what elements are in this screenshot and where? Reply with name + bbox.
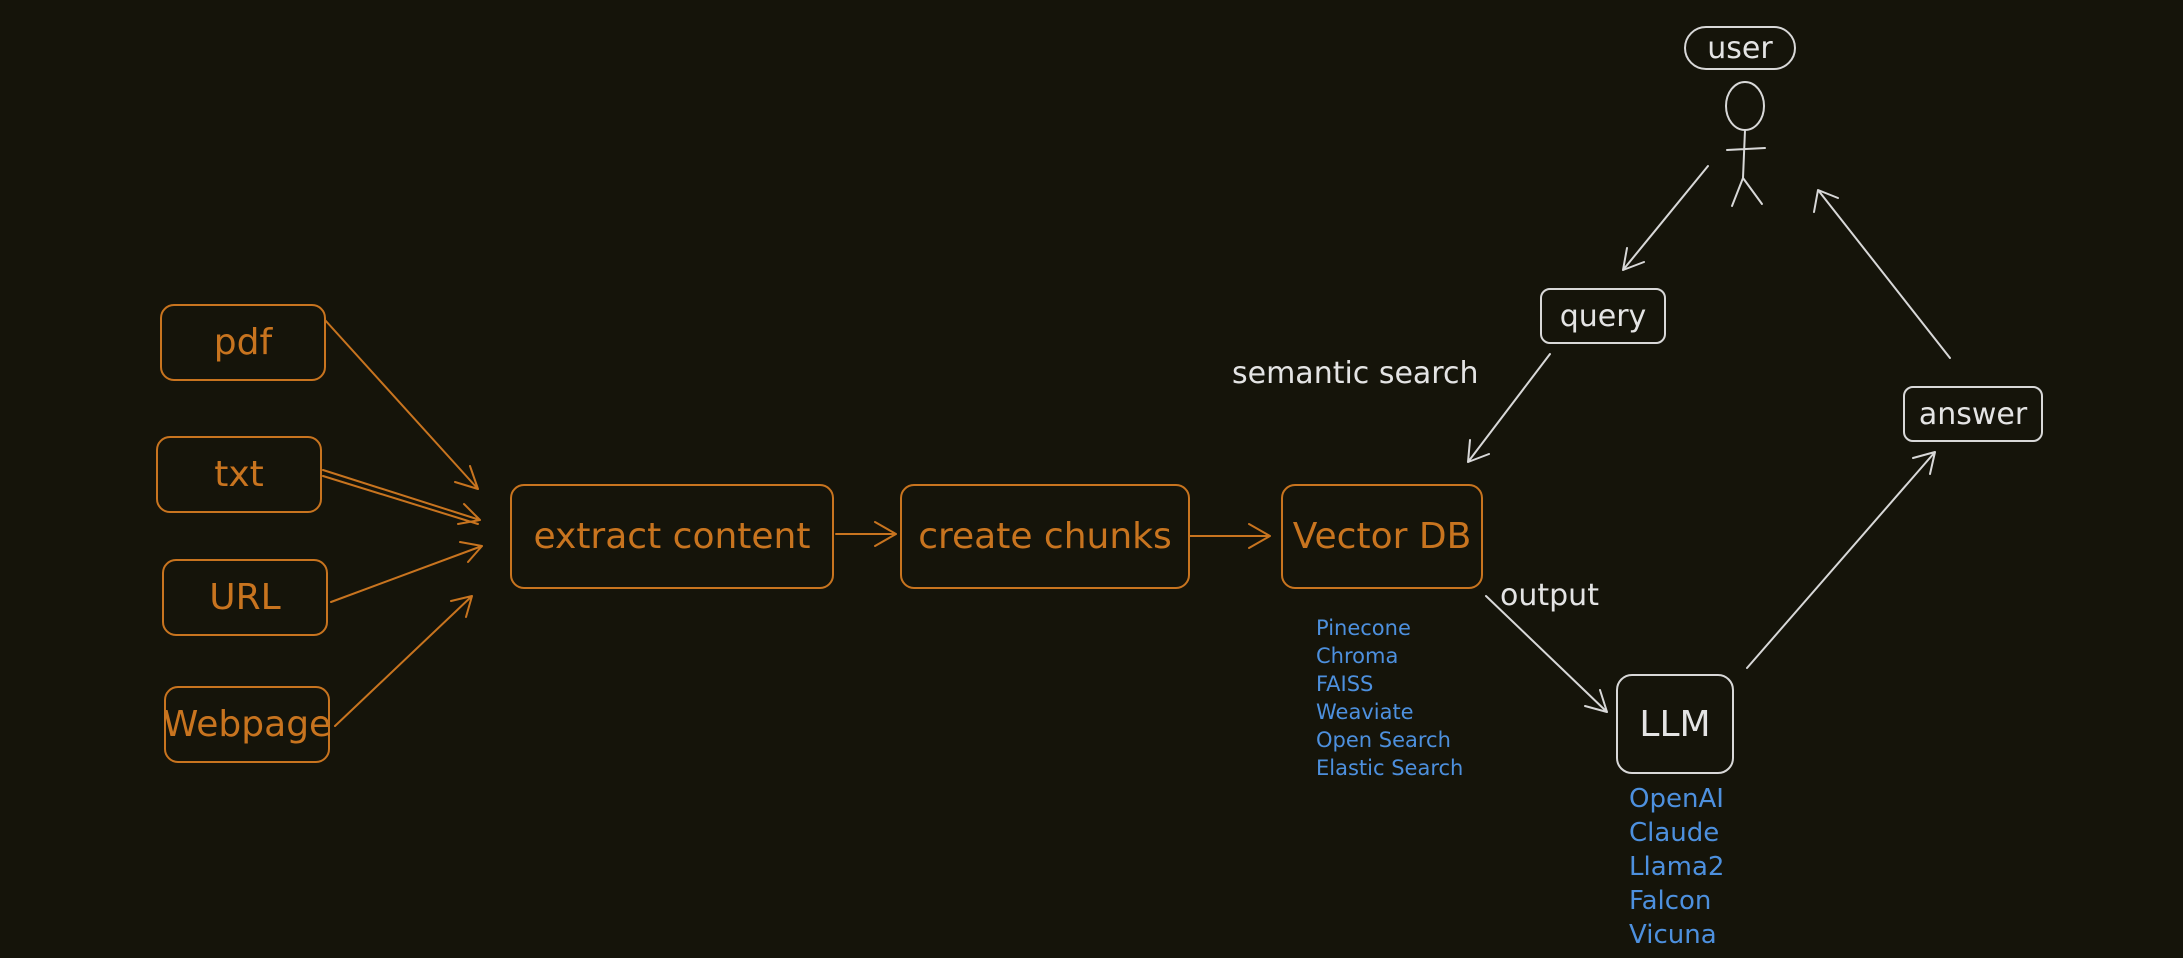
list-item: Elastic Search — [1316, 756, 1464, 780]
list-item: Falcon — [1629, 886, 1712, 916]
list-item: Claude — [1629, 818, 1720, 848]
list-item: Vicuna — [1629, 920, 1717, 950]
semantic-search-label: semantic search — [1232, 356, 1479, 391]
llm-box: LLM — [1616, 674, 1734, 774]
output-label: output — [1500, 578, 1599, 613]
stick-figure-icon — [1725, 81, 1766, 207]
answer-box: answer — [1903, 386, 2043, 442]
user-label: user — [1684, 26, 1796, 70]
vector-db-list: Pinecone Chroma FAISS Weaviate Open Sear… — [1316, 614, 1463, 782]
vector-db-box: Vector DB — [1281, 484, 1483, 589]
extract-content-box: extract content — [510, 484, 834, 589]
list-item: FAISS — [1316, 672, 1374, 696]
list-item: OpenAI — [1629, 784, 1724, 814]
arrow-url-to-extract — [330, 541, 483, 603]
list-item: Weaviate — [1316, 700, 1414, 724]
source-webpage: Webpage — [163, 686, 331, 763]
source-url: URL — [162, 559, 328, 636]
list-item: Pinecone — [1316, 616, 1411, 640]
source-txt: txt — [156, 436, 322, 513]
llm-list: OpenAI Claude Llama2 Falcon Vicuna — [1629, 782, 1724, 952]
list-item: Chroma — [1316, 644, 1399, 668]
create-chunks-box: create chunks — [900, 484, 1190, 589]
list-item: Open Search — [1316, 728, 1451, 752]
arrow-llm-to-answer — [1746, 451, 1936, 669]
arrow-webpage-to-extract — [334, 595, 473, 727]
arrow-vectordb-to-llm — [1485, 595, 1608, 713]
arrow-extract-to-chunks — [835, 521, 897, 547]
arrow-query-to-vectordb — [1467, 353, 1551, 463]
arrow-chunks-to-vectordb — [1189, 523, 1271, 549]
arrow-user-to-query — [1622, 165, 1709, 271]
arrow-pdf-to-extract — [324, 319, 479, 490]
list-item: Llama2 — [1629, 852, 1725, 882]
arrow-txt-to-extract — [322, 469, 481, 525]
query-box: query — [1540, 288, 1666, 344]
arrow-answer-to-user — [1813, 189, 1951, 359]
source-pdf: pdf — [160, 304, 326, 381]
